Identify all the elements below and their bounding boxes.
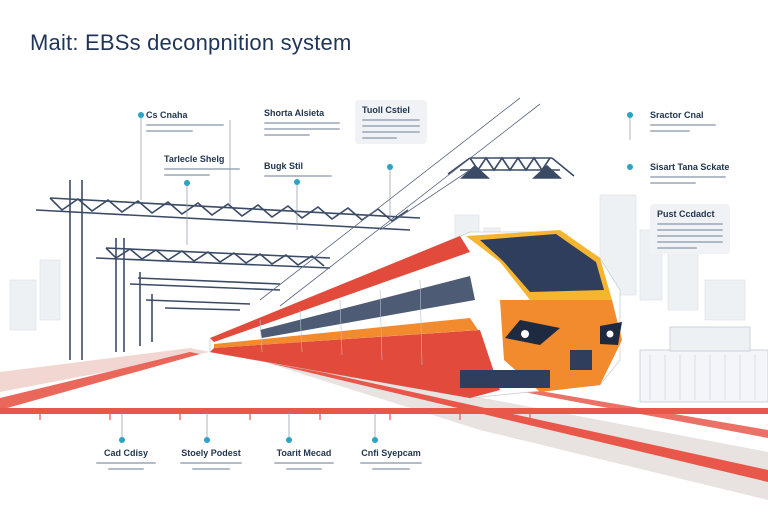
- callout-heading: Tarlecle Shelg: [164, 154, 225, 164]
- callout-heading: Cs Cnaha: [146, 110, 188, 120]
- text-line: [274, 462, 334, 464]
- text-line: [96, 462, 156, 464]
- text-line: [362, 137, 397, 139]
- marker-dot: [286, 437, 292, 443]
- text-line: [108, 468, 144, 470]
- marker-dot: [372, 437, 378, 443]
- text-line: [657, 223, 723, 225]
- marker-dot: [627, 112, 633, 118]
- text-line: [650, 182, 696, 184]
- callout-sractor-cnal: Sractor Cnal: [650, 110, 716, 132]
- callout-sisart-tana-sckate: Sisart Tana Sckate: [650, 162, 730, 184]
- callout-heading: Sractor Cnal: [650, 110, 704, 120]
- callout-heading: Cad Cdisy: [103, 448, 148, 458]
- text-line: [146, 130, 193, 132]
- text-line: [657, 229, 723, 231]
- overhead-gantries: [35, 180, 421, 360]
- text-line: [180, 462, 242, 464]
- text-line: [650, 124, 716, 126]
- page-title: Mait: EBSs deconpnition system: [30, 30, 352, 55]
- text-line: [146, 124, 224, 126]
- text-line: [264, 128, 340, 130]
- marker-dot: [184, 180, 190, 186]
- callout-cnfi-syepcam: Cnfi Syepcam: [360, 448, 422, 470]
- text-line: [264, 134, 310, 136]
- callout-toarit-mecad: Toarit Mecad: [274, 448, 334, 470]
- text-line: [192, 468, 230, 470]
- text-line: [650, 130, 690, 132]
- callout-heading: Cnfi Syepcam: [361, 448, 421, 458]
- callout-heading: Stoely Podest: [181, 448, 241, 458]
- text-line: [362, 119, 420, 121]
- station-building: [639, 326, 768, 403]
- callout-heading: Sisart Tana Sckate: [650, 162, 730, 172]
- callout-shorta-alsieta: Shorta Alsieta: [264, 108, 340, 136]
- text-line: [362, 131, 420, 133]
- callout-pust-ccdadct: Pust Ccdadct: [650, 204, 730, 254]
- callout-heading: Toarit Mecad: [276, 448, 332, 458]
- leader-lines: [121, 114, 631, 440]
- train: [209, 230, 622, 399]
- callout-stoely-podest: Stoely Podest: [180, 448, 242, 470]
- callout-heading: Bugk Stil: [264, 161, 304, 171]
- text-line: [360, 462, 422, 464]
- callout-heading: Shorta Alsieta: [264, 108, 325, 118]
- marker-dot: [627, 164, 633, 170]
- text-line: [264, 175, 332, 177]
- text-line: [657, 235, 723, 237]
- text-line: [657, 247, 697, 249]
- marker-dot: [204, 437, 210, 443]
- callout-tarlecle-shelg: Tarlecle Shelg: [164, 154, 240, 176]
- text-line: [164, 174, 210, 176]
- text-line: [650, 176, 726, 178]
- catenary-module: [447, 156, 575, 179]
- marker-dot: [138, 112, 144, 118]
- callout-heading: Pust Ccdadct: [657, 209, 715, 219]
- callout-tuoll-cstiel: Tuoll Cstiel: [355, 100, 427, 144]
- marker-dot: [294, 179, 300, 185]
- text-line: [264, 122, 340, 124]
- marker-dot: [119, 437, 125, 443]
- text-line: [362, 125, 420, 127]
- text-line: [164, 168, 240, 170]
- marker-dot: [387, 164, 393, 170]
- text-line: [372, 468, 410, 470]
- text-line: [286, 468, 322, 470]
- text-line: [657, 241, 723, 243]
- callout-heading: Tuoll Cstiel: [362, 105, 410, 115]
- callout-cs-cnaha: Cs Cnaha: [146, 110, 224, 132]
- callout-bugk-stil: Bugk Stil: [264, 161, 332, 177]
- callout-cad-cdisy: Cad Cdisy: [96, 448, 156, 470]
